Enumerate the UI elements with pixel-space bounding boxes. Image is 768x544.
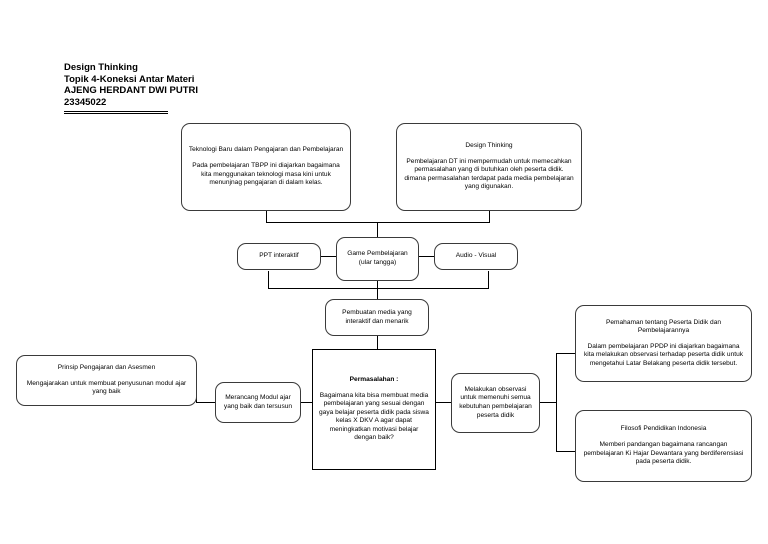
header-student-id: 23345022 bbox=[64, 96, 107, 108]
document-header: Design Thinking Topik 4-Koneksi Antar Ma… bbox=[64, 62, 198, 114]
connector-ppt-down bbox=[268, 271, 269, 288]
connector-ppt-to-game bbox=[320, 256, 337, 257]
node-teknologi-baru-title: Teknologi Baru dalam Pengajaran dan Pemb… bbox=[188, 146, 344, 154]
connector-right-bus bbox=[556, 353, 557, 452]
node-pembuatan-media[interactable]: Pembuatan media yang interaktif dan mena… bbox=[325, 299, 429, 336]
node-pemahaman-peserta-didik[interactable]: Pemahaman tentang Peserta Didik dan Pemb… bbox=[575, 305, 752, 382]
node-teknologi-baru[interactable]: Teknologi Baru dalam Pengajaran dan Pemb… bbox=[181, 123, 351, 211]
node-merancang-modul-title: Merancang Modul ajar yang baik dan tersu… bbox=[223, 393, 293, 410]
connector-merancang-to-permasalahan bbox=[300, 402, 312, 403]
connector-game-down bbox=[377, 280, 378, 289]
header-rule-thick bbox=[64, 110, 168, 112]
node-filosofi-pendidikan-title: Filosofi Pendidikan Indonesia bbox=[620, 425, 707, 433]
node-prinsip-pengajaran[interactable]: Prinsip Pengajaran dan Asesmen Mengajara… bbox=[16, 355, 197, 406]
header-topic: Topik 4-Koneksi Antar Materi bbox=[64, 73, 195, 85]
connector-bus-to-pembuatan bbox=[377, 288, 378, 300]
node-filosofi-pendidikan[interactable]: Filosofi Pendidikan Indonesia Memberi pa… bbox=[575, 410, 752, 482]
connector-prinsip-to-merancang bbox=[196, 402, 216, 403]
node-pemahaman-peserta-didik-title: Pemahaman tentang Peserta Didik dan Pemb… bbox=[605, 318, 722, 335]
header-rule-thin bbox=[64, 112, 168, 114]
node-melakukan-observasi-title: Melakukan observasi untuk memenuhi semua… bbox=[459, 385, 532, 419]
node-ppt-interaktif[interactable]: PPT interaktif bbox=[237, 243, 321, 270]
node-design-thinking[interactable]: Design Thinking Pembelajaran DT ini memp… bbox=[396, 123, 582, 211]
node-permasalahan-body: Bagaimana kita bisa membuat media pembel… bbox=[319, 391, 429, 442]
node-design-thinking-title: Design Thinking bbox=[465, 142, 513, 150]
connector-top-bus bbox=[266, 222, 490, 223]
connector-media-bus bbox=[268, 288, 489, 289]
connector-permasalahan-to-observasi bbox=[436, 402, 452, 403]
node-permasalahan-title: Permasalahan : bbox=[349, 375, 399, 383]
header-title: Design Thinking bbox=[64, 62, 138, 73]
node-prinsip-pengajaran-title: Prinsip Pengajaran dan Asesmen bbox=[57, 364, 156, 372]
connector-observasi-to-bus bbox=[540, 402, 557, 403]
connector-bus-to-game bbox=[377, 222, 378, 237]
connector-bus-to-filosofi bbox=[556, 451, 576, 452]
connector-game-to-audio bbox=[418, 256, 435, 257]
node-game-pembelajaran[interactable]: Game Pembelajaran (ular tangga) bbox=[336, 237, 419, 281]
connector-teknologi-down bbox=[266, 210, 267, 223]
node-melakukan-observasi[interactable]: Melakukan observasi untuk memenuhi semua… bbox=[451, 373, 540, 433]
node-pemahaman-peserta-didik-body: Dalam pembelajaran PPDP ini diajarkan ba… bbox=[583, 342, 744, 367]
node-pembuatan-media-title: Pembuatan media yang interaktif dan mena… bbox=[342, 308, 412, 325]
node-audio-visual[interactable]: Audio - Visual bbox=[434, 243, 518, 270]
connector-pembuatan-to-permasalahan bbox=[377, 335, 378, 350]
node-prinsip-pengajaran-body: Mengajarakan untuk membuat penyusunan mo… bbox=[26, 379, 187, 396]
connector-bus-to-pemahaman bbox=[556, 353, 576, 354]
connector-audio-down bbox=[488, 271, 489, 288]
node-game-pembelajaran-title: Game Pembelajaran (ular tangga) bbox=[347, 250, 408, 266]
node-teknologi-baru-body: Pada pembelajaran TBPP ini diajarkan bag… bbox=[192, 161, 340, 187]
node-merancang-modul[interactable]: Merancang Modul ajar yang baik dan tersu… bbox=[215, 382, 301, 423]
connector-designthinking-down bbox=[489, 210, 490, 223]
node-filosofi-pendidikan-body: Memberi pandangan bagaimana rancangan pe… bbox=[583, 440, 744, 466]
node-permasalahan[interactable]: Permasalahan : Bagaimana kita bisa membu… bbox=[312, 349, 436, 470]
node-design-thinking-body: Pembelajaran DT ini mempermudah untuk me… bbox=[404, 157, 574, 191]
node-audio-visual-title: Audio - Visual bbox=[455, 252, 497, 260]
header-author: AJENG HERDANT DWI PUTRI bbox=[64, 85, 199, 96]
node-ppt-interaktif-title: PPT interaktif bbox=[259, 252, 299, 260]
